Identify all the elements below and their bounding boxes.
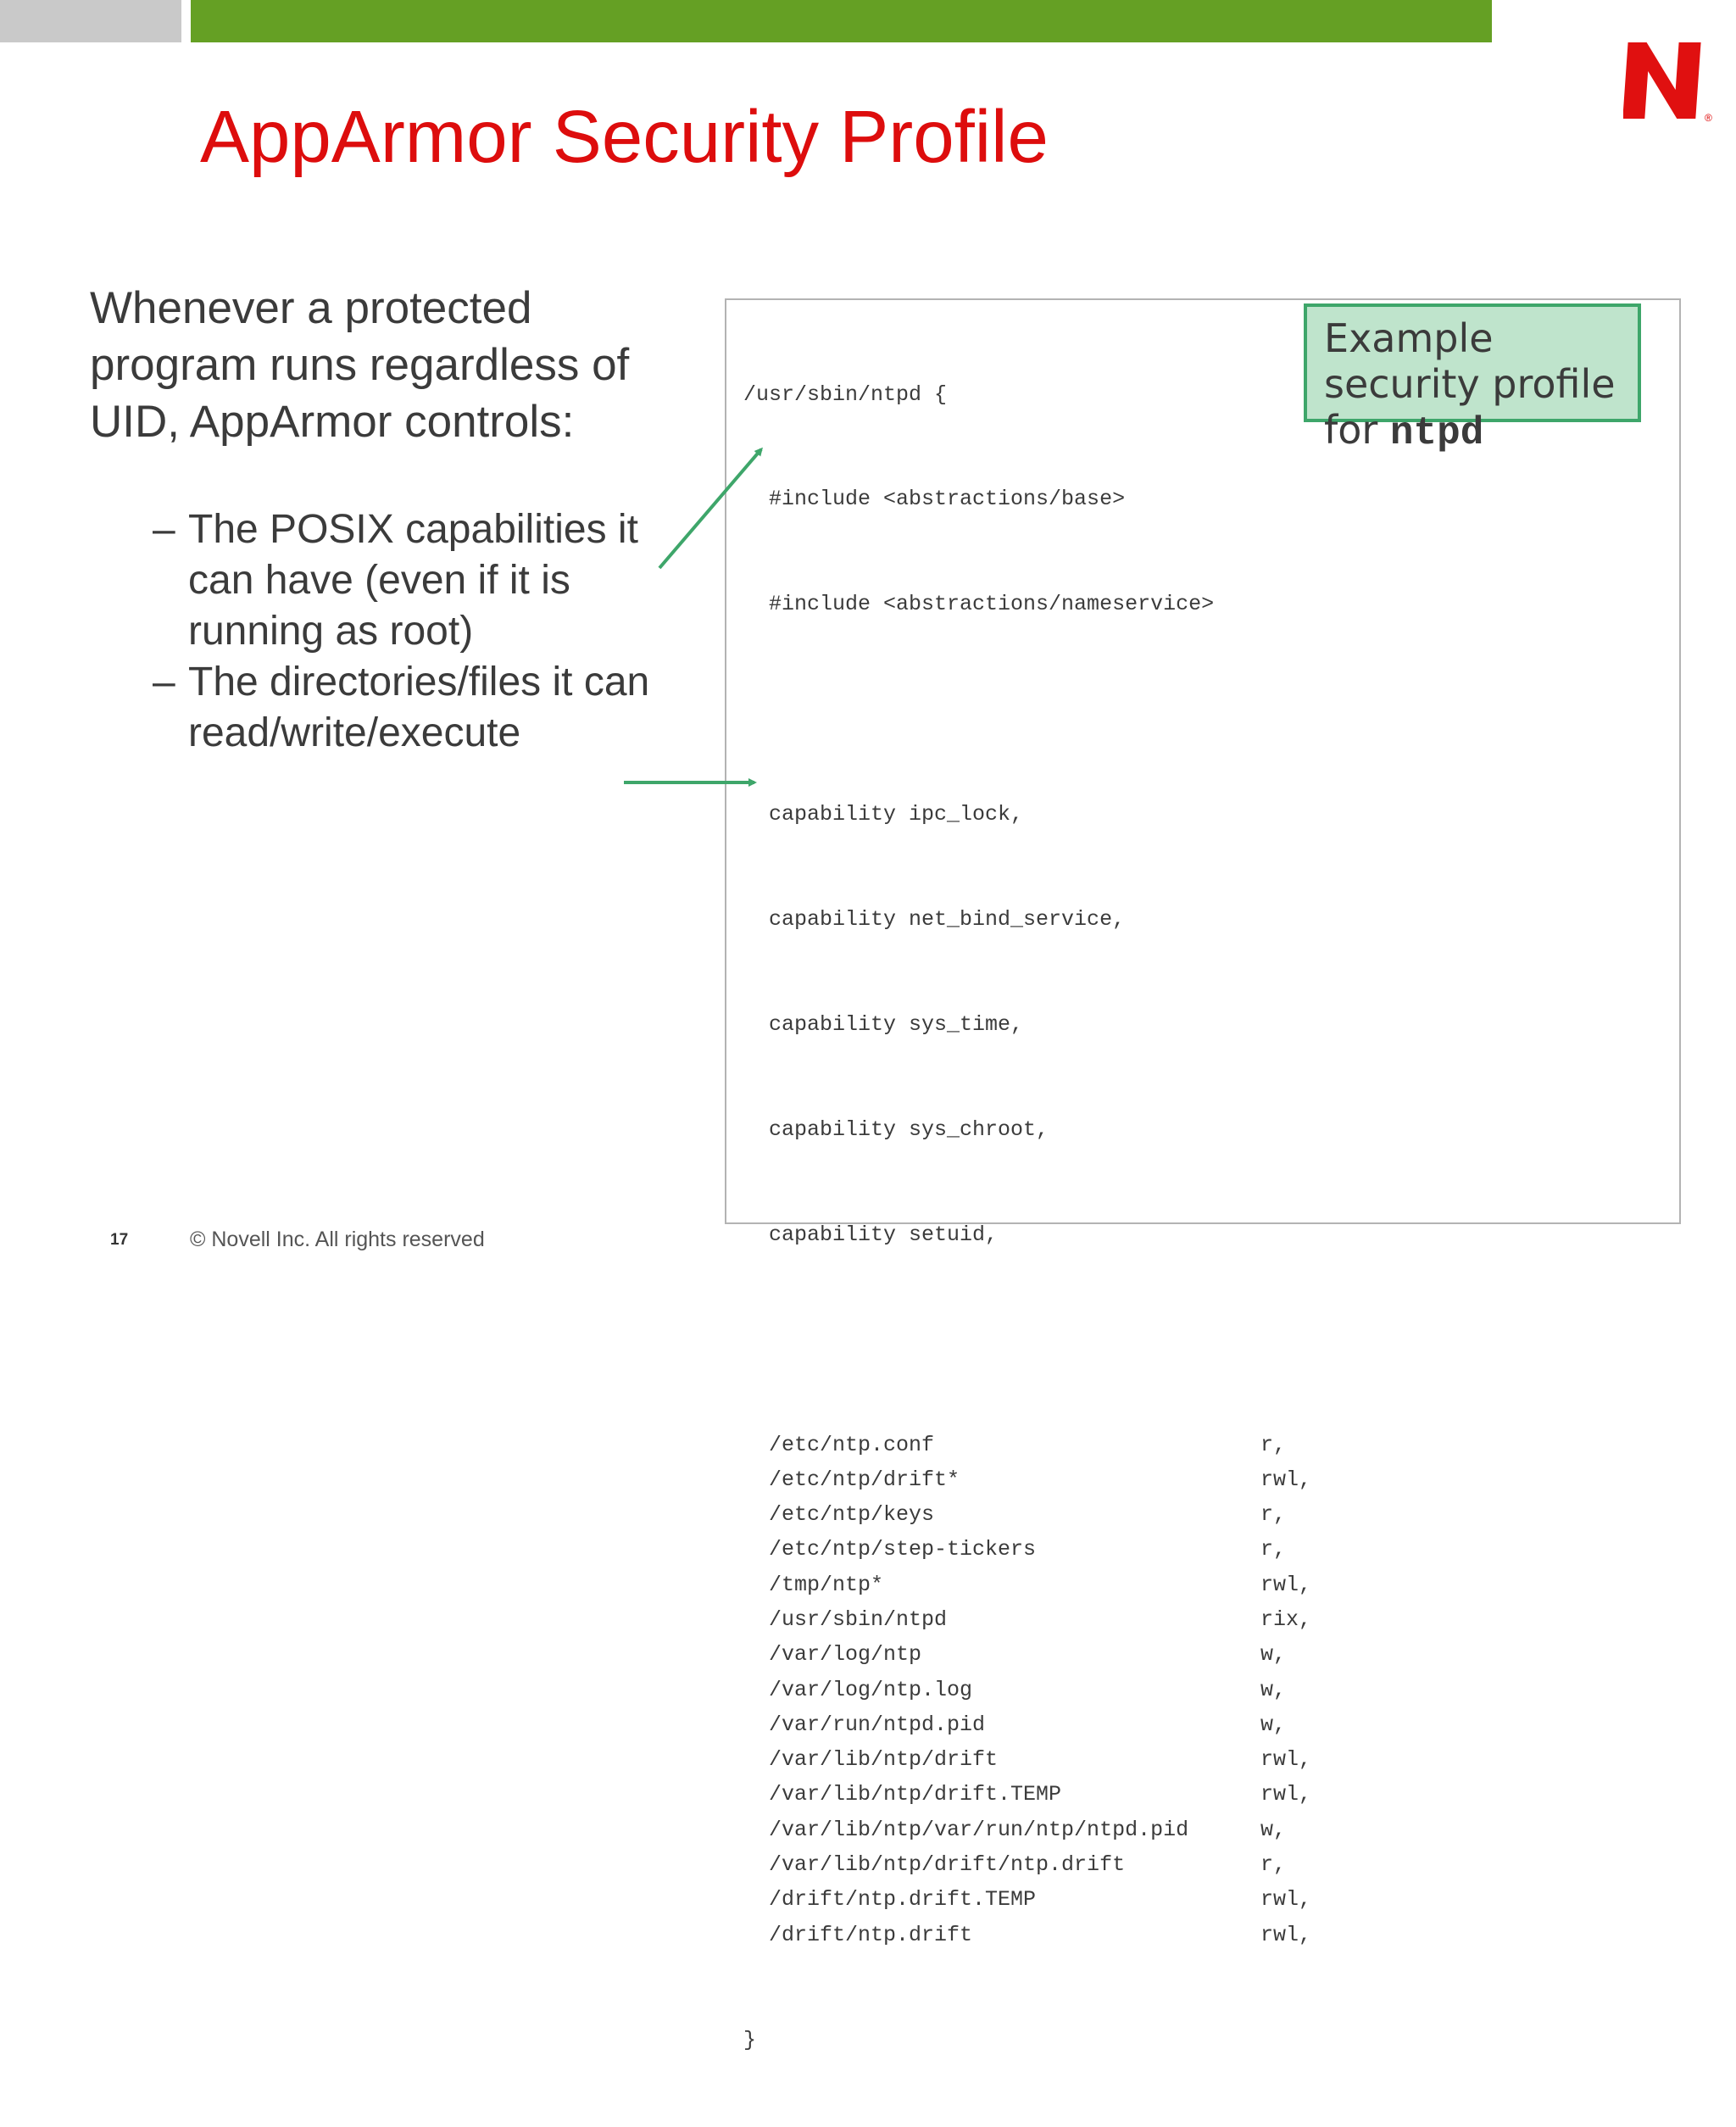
callout-code: ntpd xyxy=(1389,411,1484,455)
file-permission: w, xyxy=(1260,1642,1287,1668)
file-rule-row: /drift/ntp.drift.TEMP rwl, xyxy=(743,1882,1311,1917)
header-gray-bar xyxy=(0,0,181,42)
code-line-capability: capability sys_time, xyxy=(769,1011,1024,1037)
file-permission: r, xyxy=(1260,1537,1287,1562)
file-rule-row: /var/lib/ntp/var/run/ntp/ntpd.pid w, xyxy=(743,1812,1286,1847)
file-path: /var/lib/ntp/drift.TEMP xyxy=(769,1782,1062,1807)
file-permission: rwl, xyxy=(1260,1572,1312,1597)
page-number: 17 xyxy=(110,1231,129,1249)
file-path: /var/log/ntp xyxy=(769,1642,922,1668)
novell-logo: ® xyxy=(1622,37,1712,126)
code-line-include: #include <abstractions/nameservice> xyxy=(769,592,1215,617)
file-permission: r, xyxy=(1260,1852,1287,1878)
file-path: /var/lib/ntp/drift xyxy=(769,1747,999,1773)
file-rule-row: /etc/ntp/drift* rwl, xyxy=(743,1462,1311,1497)
arrows-overlay xyxy=(624,447,763,787)
file-rule-row: /var/lib/ntp/drift/ntp.drift r, xyxy=(743,1847,1286,1882)
code-line-capability: capability setuid, xyxy=(769,1222,999,1247)
bullet-dash: – xyxy=(153,507,175,552)
file-permission: r, xyxy=(1260,1502,1287,1528)
file-permission: rwl, xyxy=(1260,1887,1312,1913)
code-blank-line xyxy=(743,1322,1214,1357)
file-permission: w, xyxy=(1260,1817,1287,1842)
file-rule-row: /var/log/ntp.log w, xyxy=(743,1673,1286,1707)
file-permission: rwl, xyxy=(1260,1782,1312,1807)
code-line-capability: capability net_bind_service, xyxy=(769,907,1126,933)
bullet-text: The directories/files it can read/write/… xyxy=(188,660,650,755)
file-permission: rix, xyxy=(1260,1606,1312,1632)
file-path: /var/lib/ntp/drift/ntp.drift xyxy=(769,1852,1126,1878)
file-path: /etc/ntp/keys xyxy=(769,1502,935,1528)
file-permission: r, xyxy=(1260,1432,1287,1457)
file-permission: rwl, xyxy=(1260,1747,1312,1773)
code-line-include: #include <abstractions/base> xyxy=(769,487,1126,512)
novell-n-icon xyxy=(1622,42,1701,119)
header-green-bar xyxy=(191,0,1492,42)
bullet-capabilities: – The POSIX capabilities it can have (ev… xyxy=(153,504,661,657)
file-rule-row: /etc/ntp/keys r, xyxy=(743,1497,1286,1532)
file-permission: rwl, xyxy=(1260,1467,1312,1492)
code-line-open: /usr/sbin/ntpd { xyxy=(743,381,948,407)
file-path: /usr/sbin/ntpd xyxy=(769,1606,948,1632)
file-rule-row: /var/lib/ntp/drift.TEMP rwl, xyxy=(743,1777,1311,1812)
file-rule-row: /var/lib/ntp/drift rwl, xyxy=(743,1742,1311,1777)
file-rule-row: /var/run/ntpd.pid w, xyxy=(743,1707,1286,1742)
bullet-files: – The directories/files it can read/writ… xyxy=(153,657,661,759)
code-line-capability: capability ipc_lock, xyxy=(769,802,1024,827)
file-path: /etc/ntp.conf xyxy=(769,1432,935,1457)
arrow-to-capabilities xyxy=(658,447,763,570)
file-path: /var/log/ntp.log xyxy=(769,1677,973,1702)
registered-mark: ® xyxy=(1705,112,1712,124)
code-line-capability: capability sys_chroot, xyxy=(769,1116,1049,1142)
file-rule-row: /etc/ntp.conf r, xyxy=(743,1428,1286,1462)
file-rule-row: /drift/ntp.drift rwl, xyxy=(743,1918,1311,1952)
callout-text: Example security profile for xyxy=(1324,315,1616,453)
file-rule-row: /var/log/ntp w, xyxy=(743,1637,1286,1672)
slide-title: AppArmor Security Profile xyxy=(200,96,1049,178)
file-permission: w, xyxy=(1260,1712,1287,1737)
code-line-close: } xyxy=(743,2027,757,2052)
file-permission: w, xyxy=(1260,1677,1287,1702)
file-path: /etc/ntp/step-tickers xyxy=(769,1537,1037,1562)
intro-text: Whenever a protected program runs regard… xyxy=(90,283,630,447)
file-permission: rwl, xyxy=(1260,1922,1312,1947)
bullet-text: The POSIX capabilities it can have (even… xyxy=(188,507,638,654)
file-path: /etc/ntp/drift* xyxy=(769,1467,960,1492)
file-rule-row: /etc/ntp/step-tickers r, xyxy=(743,1532,1286,1567)
file-rule-row: /usr/sbin/ntpd rix, xyxy=(743,1602,1311,1637)
file-rule-row: /tmp/ntp* rwl, xyxy=(743,1567,1311,1602)
file-path: /tmp/ntp* xyxy=(769,1572,884,1597)
copyright-text: © Novell Inc. All rights reserved xyxy=(190,1228,485,1251)
file-path: /var/lib/ntp/var/run/ntp/ntpd.pid xyxy=(769,1817,1189,1842)
example-callout: Example security profile for ntpd xyxy=(1304,303,1641,455)
bullet-list: – The POSIX capabilities it can have (ev… xyxy=(153,504,661,759)
bullet-dash: – xyxy=(153,660,175,704)
file-path: /var/run/ntpd.pid xyxy=(769,1712,986,1737)
file-path: /drift/ntp.drift.TEMP xyxy=(769,1887,1037,1913)
file-path: /drift/ntp.drift xyxy=(769,1922,973,1947)
